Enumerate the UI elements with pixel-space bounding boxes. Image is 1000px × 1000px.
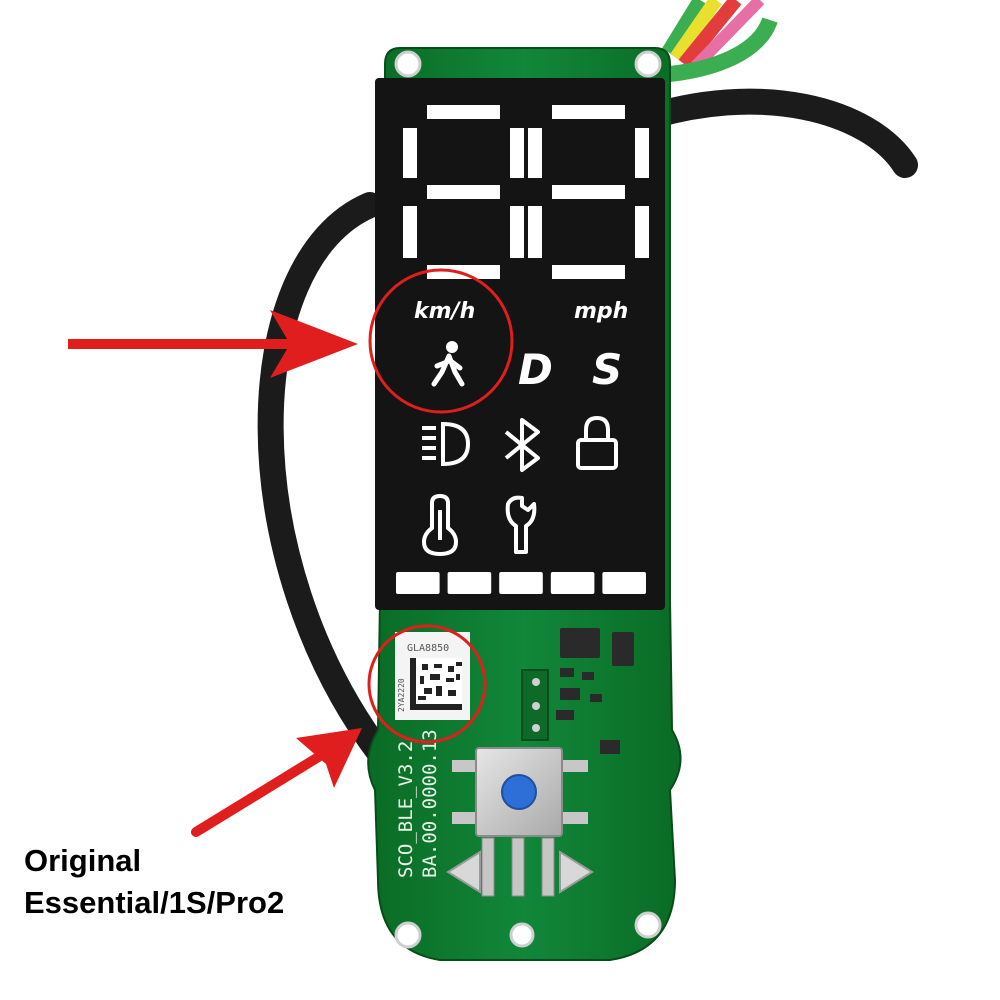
qr-code (410, 658, 462, 710)
battery-segment (550, 572, 595, 594)
mount-hole-bottom-right (634, 911, 662, 939)
pcb-components: GLA8850 2YA2220 SCO_BLE_V3.2 BA.00.0000.… (395, 628, 634, 897)
black-cable-loop (257, 192, 398, 773)
mount-hole-top-right (634, 50, 662, 78)
bluetooth-icon (504, 418, 540, 472)
battery-bar (396, 572, 646, 594)
speed-digit-left-segments (403, 105, 524, 279)
lock-icon (576, 415, 618, 470)
caption-line-1: Original (24, 843, 142, 878)
sticker-code-top: GLA8850 (407, 643, 449, 654)
smd-parts (521, 628, 634, 754)
speed-digit-right (528, 105, 649, 279)
headlight-icon (422, 421, 471, 467)
pink-wire (685, 0, 765, 77)
speed-digit-right-segments (528, 105, 649, 279)
push-button (452, 747, 588, 837)
board-model-line-1: SCO_BLE_V3.2 (395, 741, 417, 878)
battery-segment (499, 572, 543, 594)
wrench-icon (505, 495, 537, 554)
green-wire-2 (659, 16, 778, 83)
sticker-code-side: 2YA2220 (397, 678, 406, 712)
display-glass (375, 78, 665, 610)
mount-hole-bottom-mid (509, 922, 535, 948)
highlight-circle-walk-mode (368, 268, 514, 414)
mount-hole-bottom-left (394, 921, 422, 949)
yellow-wire (670, 0, 722, 62)
red-wire (678, 0, 742, 69)
mode-sport-label: S (592, 345, 622, 394)
annotations (68, 268, 514, 837)
button-cap (501, 774, 537, 810)
mode-drive-label: D (518, 345, 553, 394)
red-arrow-diagonal (191, 728, 362, 837)
unit-kmh-label: km/h (414, 299, 475, 324)
caption-line-2: Essential/1S/Pro2 (24, 885, 285, 920)
lcd-display: km/h mph D S (375, 78, 665, 610)
cable-bundle (257, 0, 918, 773)
highlight-circle-sticker (367, 624, 487, 744)
battery-segment (396, 572, 440, 594)
board-model-text: SCO_BLE_V3.2 BA.00.0000.13 (395, 729, 441, 878)
black-cable-right (627, 88, 918, 178)
unit-mph-label: mph (574, 299, 628, 324)
mount-hole-top-left (394, 50, 422, 78)
temperature-icon (421, 493, 459, 557)
red-arrow-right (68, 310, 358, 378)
connector-pins (446, 837, 594, 897)
board-model-line-2: BA.00.0000.13 (419, 729, 441, 878)
speed-digit-left (403, 105, 524, 279)
green-wire (662, 0, 706, 56)
walk-mode-icon (431, 341, 465, 387)
caption: Original Essential/1S/Pro2 (24, 840, 284, 924)
battery-segment (447, 572, 492, 594)
battery-segment (602, 572, 646, 594)
